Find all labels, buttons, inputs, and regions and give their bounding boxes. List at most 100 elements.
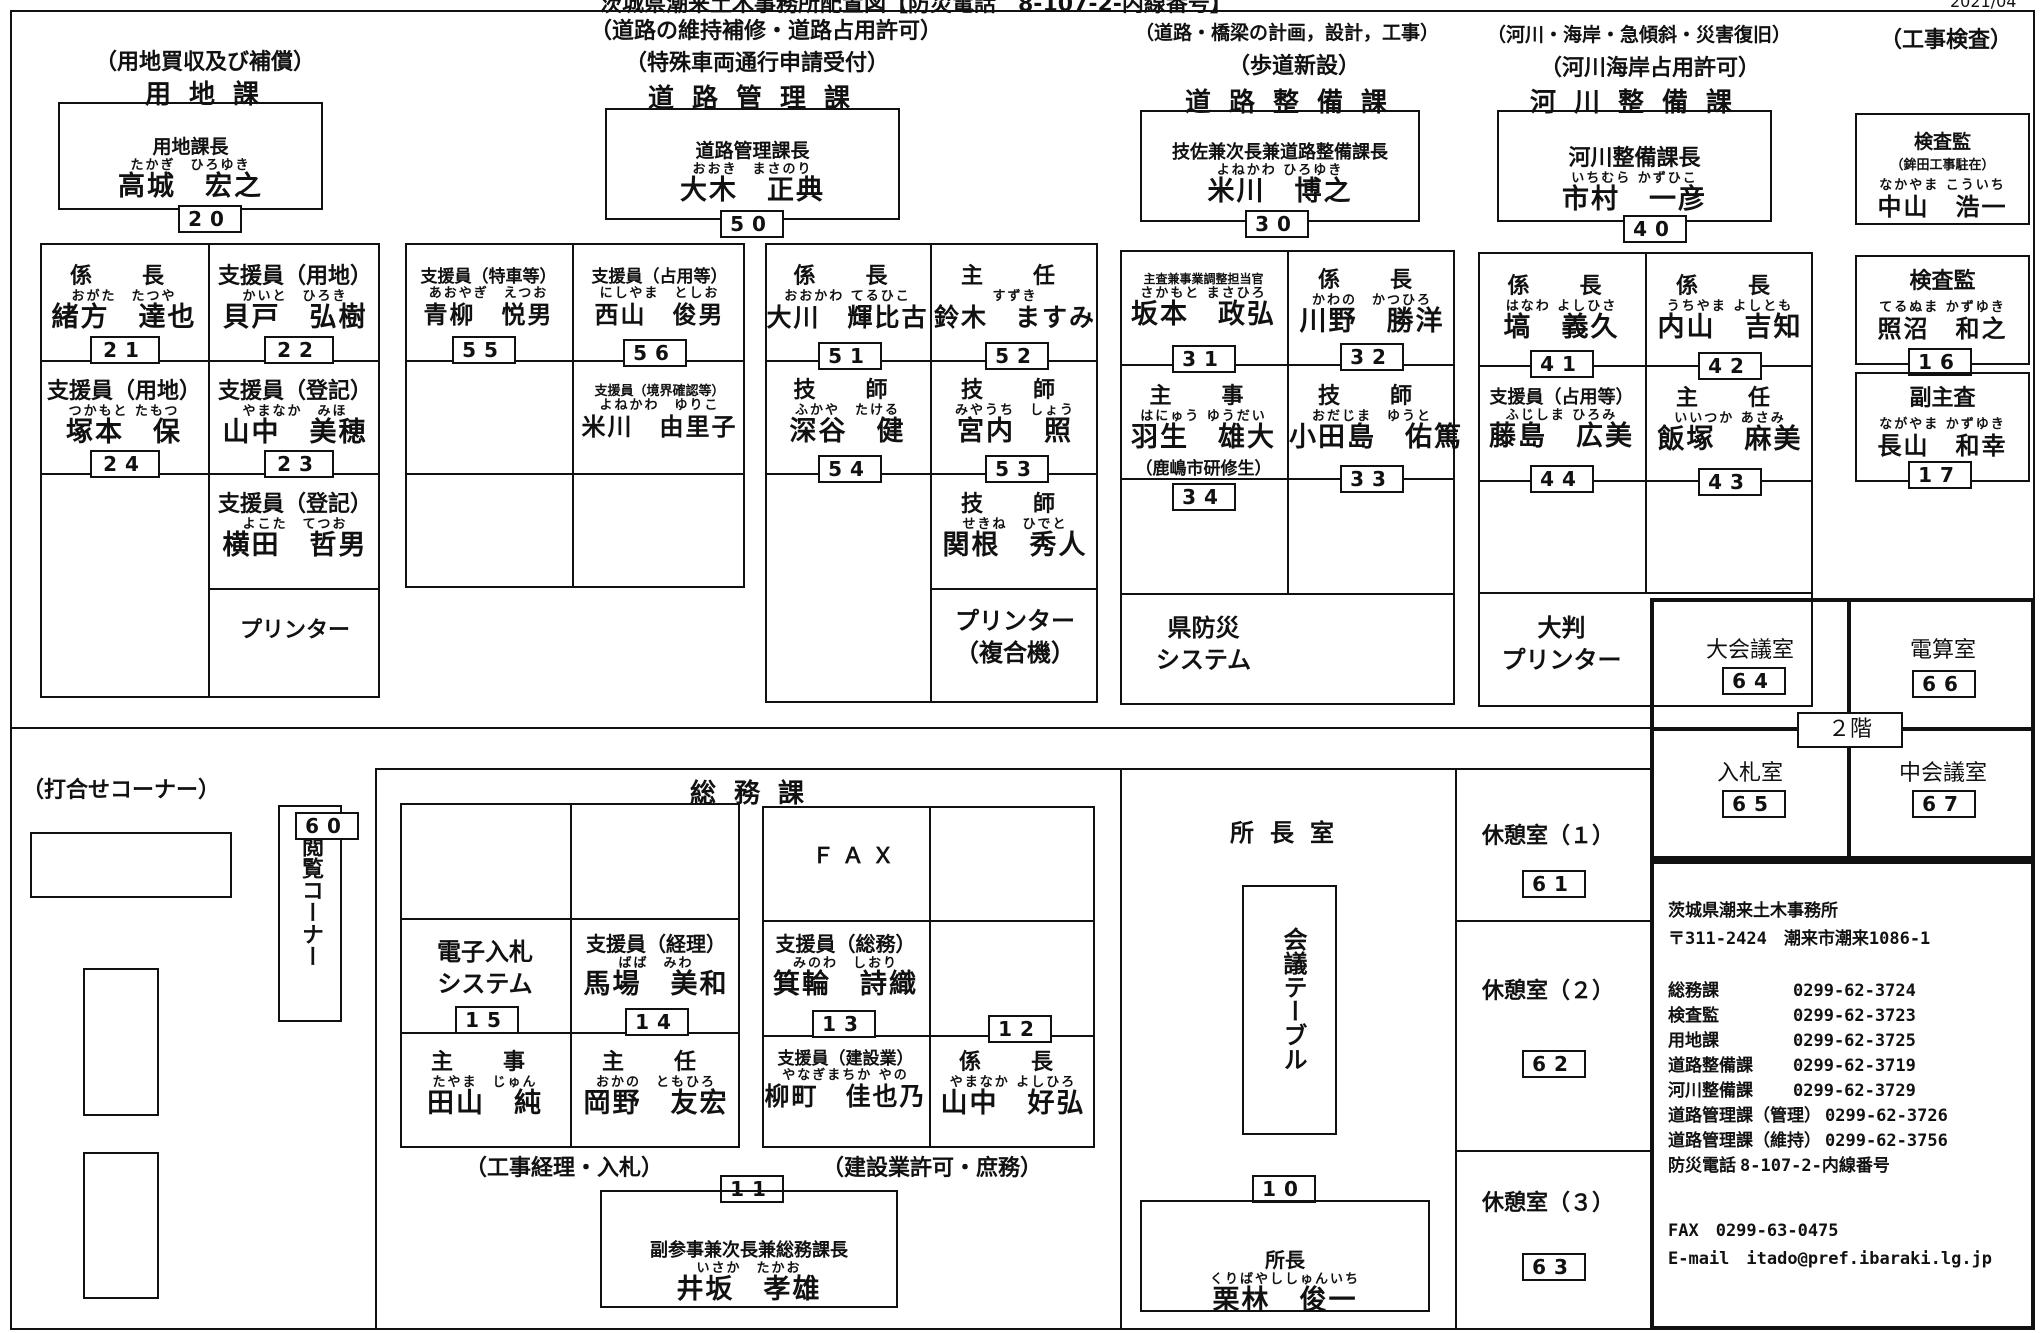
page-title: 茨城県潮来土木事務所配置図【防災電話 8-107-2-内線番号】 [600, 0, 1232, 17]
yochi-head-ext: 20 [178, 205, 242, 233]
ext-15: 15 [455, 1006, 519, 1034]
yochi-printer: プリンター [239, 618, 350, 643]
kanri-staff-3: 支援員（境界確認等） よねかわ ゆりこ 米川 由里子 [581, 384, 738, 441]
phone-row: 道路整備課 0299-62-3719 [1668, 1051, 1916, 1076]
kanri-head-ext: 50 [720, 210, 784, 238]
seibi-staff-4: 技 師 おだじま ゆうと 小田島 佑篤 [1289, 384, 1463, 453]
kasen-printer: 大判 プリンター [1501, 614, 1622, 674]
kasen-dept: 河川整備課 [1530, 88, 1751, 118]
somu-staff-4: 主 任 おかの ともひろ 岡野 友宏 [583, 1050, 729, 1119]
kyukei-3-label: 休憩室（３） [1482, 1191, 1615, 1216]
kasen-note-1: （河川・海岸・急傾斜・災害復旧） [1487, 24, 1792, 46]
phone-row: 河川整備課 0299-62-3729 [1668, 1076, 1916, 1101]
uchiawase-table-3 [83, 1152, 159, 1299]
yochi-staff-4: 支援員（登記） やまなか みほ 山中 美穂 [217, 379, 372, 448]
phone-number: 0299-62-3729 [1793, 1081, 1916, 1101]
ext-42: 42 [1698, 352, 1762, 380]
shocho-room-label: 所長室 [1230, 819, 1350, 847]
phone-number: 0299-62-3719 [1793, 1056, 1916, 1076]
ext-61: 61 [1522, 870, 1586, 898]
office-name: 茨城県潮来土木事務所 [1668, 901, 1838, 921]
room-nyusatsu: 入札室 [1716, 761, 1783, 786]
ext-51: 51 [818, 342, 882, 370]
ext-33: 33 [1340, 465, 1404, 493]
ext-65: 65 [1722, 790, 1786, 818]
somu-note-1: （工事経理・入札） [465, 1156, 664, 1181]
ext-53: 53 [985, 455, 1049, 483]
ext-66: 66 [1912, 670, 1976, 698]
meeting-table: 会議テーブル [1242, 885, 1337, 1135]
somu-staff-6: 係 長 やまなか よしひろ 山中 好弘 [940, 1050, 1086, 1119]
kanri-staff-5: 主 任 すずき 鈴木 ますみ [933, 264, 1096, 332]
yochi-staff-2: 支援員（用地） かいと ひろき 貝戸 弘樹 [217, 264, 372, 333]
phone-label: 河川整備課 [1668, 1081, 1753, 1101]
ext-55: 55 [452, 336, 516, 364]
kasen-staff-4: 主 任 いいつか あさみ 飯塚 麻美 [1657, 386, 1803, 455]
phone-number: 0299-62-3756 [1825, 1131, 1948, 1151]
ext-22: 22 [264, 336, 334, 364]
phone-label: 防災電話 [1668, 1156, 1736, 1176]
shocho-desk: 所長 くりばやししゅんいち 栗林 俊一 [1140, 1200, 1430, 1315]
seibi-dept: 道路整備課 [1185, 88, 1406, 118]
phone-label: 道路管理課（維持） [1668, 1131, 1821, 1151]
phone-label: 用地課 [1668, 1031, 1719, 1051]
uchiawase-table-2 [83, 968, 159, 1116]
ext-64: 64 [1722, 667, 1786, 695]
kensa-head-box: 検査監 （鉾田工事駐在） なかやま こういち 中山 浩一 [1855, 113, 2030, 225]
ext-56: 56 [623, 339, 687, 367]
ext-11: 11 [720, 1175, 784, 1203]
yochi-note: （用地買収及び補償） [95, 50, 316, 75]
kasen-note-2: （河川海岸占用許可） [1540, 56, 1761, 81]
phone-number: 0299-62-3726 [1825, 1106, 1948, 1126]
seibi-head-box: 技佐兼次長兼道路整備課長 よねかわ ひろゆき 米川 博之 [1140, 110, 1420, 222]
somu-staff-3: 主 事 たやま じゅん 田山 純 [427, 1050, 543, 1119]
kanri-printer: プリンター （複合機） [955, 607, 1075, 667]
kanri-note-1: （道路の維持補修・道路占用許可） [590, 19, 943, 44]
phone-number: 8-107-2-内線番号 [1740, 1156, 1890, 1176]
ext-54: 54 [818, 455, 882, 483]
phone-row: 道路管理課（維持）0299-62-3756 [1668, 1126, 1948, 1151]
yochi-staff-5: 支援員（登記） よこた てつお 横田 哲男 [217, 492, 372, 561]
phone-row: 道路管理課（管理）0299-62-3726 [1668, 1101, 1948, 1126]
phone-label: 道路整備課 [1668, 1056, 1753, 1076]
phone-label: 道路管理課（管理） [1668, 1106, 1821, 1126]
ext-13: 13 [812, 1010, 876, 1038]
ext-24: 24 [90, 450, 160, 478]
room-chukaigi: 中会議室 [1898, 761, 1987, 786]
ext-32: 32 [1340, 343, 1404, 371]
somu-staff-2: 支援員（総務） みのわ しおり 箕輪 詩織 [773, 932, 918, 1000]
ext-31: 31 [1172, 345, 1236, 373]
kyukei-2-label: 休憩室（２） [1482, 979, 1615, 1004]
ext-34: 34 [1172, 483, 1236, 511]
ext-43: 43 [1698, 468, 1762, 496]
seibi-note-2: （歩道新設） [1228, 54, 1361, 79]
somu-system: 電子入札 システム [437, 938, 533, 998]
ext-21: 21 [90, 336, 160, 364]
kanri-note-2: （特殊車両通行申請受付） [625, 51, 890, 76]
somu-grid-right [762, 806, 1095, 1148]
yochi-staff-1: 係 長 おがた たつや 緒方 達也 [51, 264, 197, 333]
fax-number: FAX 0299-63-0475 [1668, 1221, 1839, 1241]
fax-label: ＦＡＸ [812, 844, 903, 869]
kasen-head-box: 河川整備課長 いちむら かずひこ 市村 一彦 [1497, 110, 1772, 222]
kasen-head-ext: 40 [1623, 215, 1687, 243]
ext-17: 17 [1908, 461, 1972, 489]
ext-62: 62 [1522, 1050, 1586, 1078]
room-daikaigi: 大会議室 [1705, 638, 1794, 663]
phone-label: 検査監 [1668, 1006, 1719, 1026]
kanri-staff-2: 支援員（占用等） にしやま としお 西山 俊男 [591, 267, 728, 329]
yochi-dept: 用地課 [145, 80, 278, 110]
kanri-staff-8: 技 師 せきね ひでと 関根 秀人 [942, 492, 1088, 561]
yochi-desk-grid [40, 243, 380, 698]
kasen-staff-1: 係 長 はなわ よしひさ 塙 義久 [1503, 274, 1620, 343]
seibi-staff-2: 係 長 かわの かつひろ 川野 勝洋 [1299, 268, 1445, 337]
office-address: 〒311-2424 潮来市潮来1086-1 [1668, 929, 1931, 949]
uchiawase-label: （打合せコーナー） [22, 778, 221, 803]
ext-10: 10 [1252, 1175, 1316, 1203]
yochi-head-box: 用地課長 たかぎ ひろゆき 高城 宏之 [58, 102, 323, 210]
email-address: E-mail itado@pref.ibaraki.lg.jp [1668, 1249, 1993, 1269]
ext-12: 12 [988, 1015, 1052, 1043]
ext-67: 67 [1912, 790, 1976, 818]
